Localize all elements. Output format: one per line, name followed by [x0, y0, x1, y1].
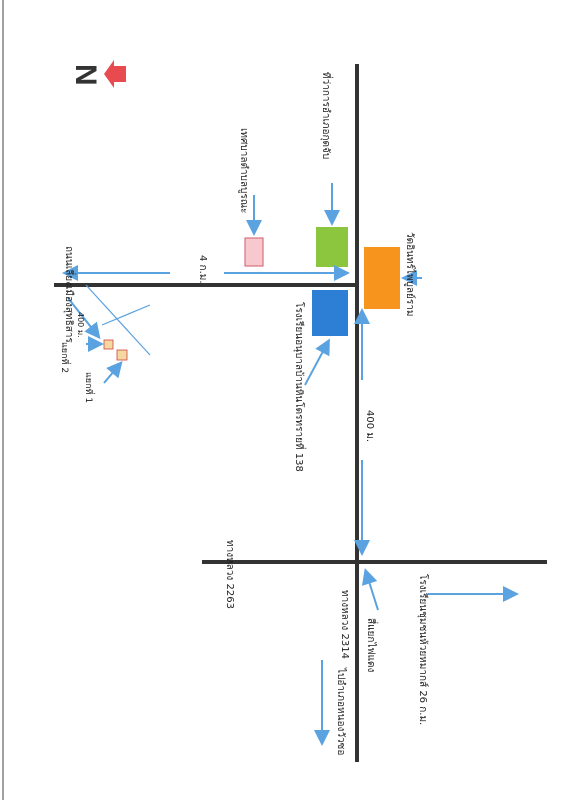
branch1-marker [116, 349, 128, 361]
dist-400m-label: 400 ม. [364, 410, 375, 442]
hospital-label: เทศบาลตำบลบูรณะ [238, 128, 249, 213]
branch-400m-arrow [67, 297, 101, 340]
traffic-light-arrow [361, 568, 379, 611]
temple-building [364, 247, 400, 309]
dist-400m-small-label: 400 ม. [76, 312, 85, 338]
roads [54, 64, 547, 762]
district-office-label: ที่ว่าการอำเภอกุดจับ [320, 72, 334, 159]
north-arrow-icon [104, 60, 126, 88]
to-school-label: โรงเรียนชุมชนห้วยหมากส์ 26 ก.ม. [417, 574, 430, 725]
to-nong-bua-label: ไปอำเภอหนองวัวซอ [335, 667, 347, 755]
branch-road-line-b [101, 304, 151, 326]
district-office-building [316, 227, 348, 267]
branch-road [85, 284, 151, 356]
temple-label: วัดอินทร์ไพบูลย์ราม [404, 232, 416, 316]
compass: N [69, 60, 126, 88]
arrows [62, 183, 519, 746]
branch2-marker [103, 339, 114, 350]
school-building [312, 290, 348, 336]
traffic-light-label: สี่แยกไฟแดง [365, 618, 379, 673]
highway-2314-label: ทางหลวง 2314 [339, 590, 350, 659]
branch2-label: แยกที่ 2 [59, 342, 72, 373]
dist-4km-label: 4 ก.ม. [197, 255, 208, 284]
hospital-building [244, 237, 264, 267]
branch1-arrow [103, 360, 123, 384]
left-road-label: ถนนเลี่ยงเมืองสุทธิสาร [63, 246, 77, 343]
branch1-label: แยกที่ 1 [83, 372, 96, 403]
compass-letter: N [69, 64, 102, 86]
school-label: โรงเรียนอนุบาลบ้านหินโดรทรายที่ 138 [293, 302, 307, 472]
branch-road-line-a [85, 284, 151, 356]
highway-2263-label: ทางหลวง 2263 [224, 540, 235, 609]
school-arrow [304, 338, 330, 386]
